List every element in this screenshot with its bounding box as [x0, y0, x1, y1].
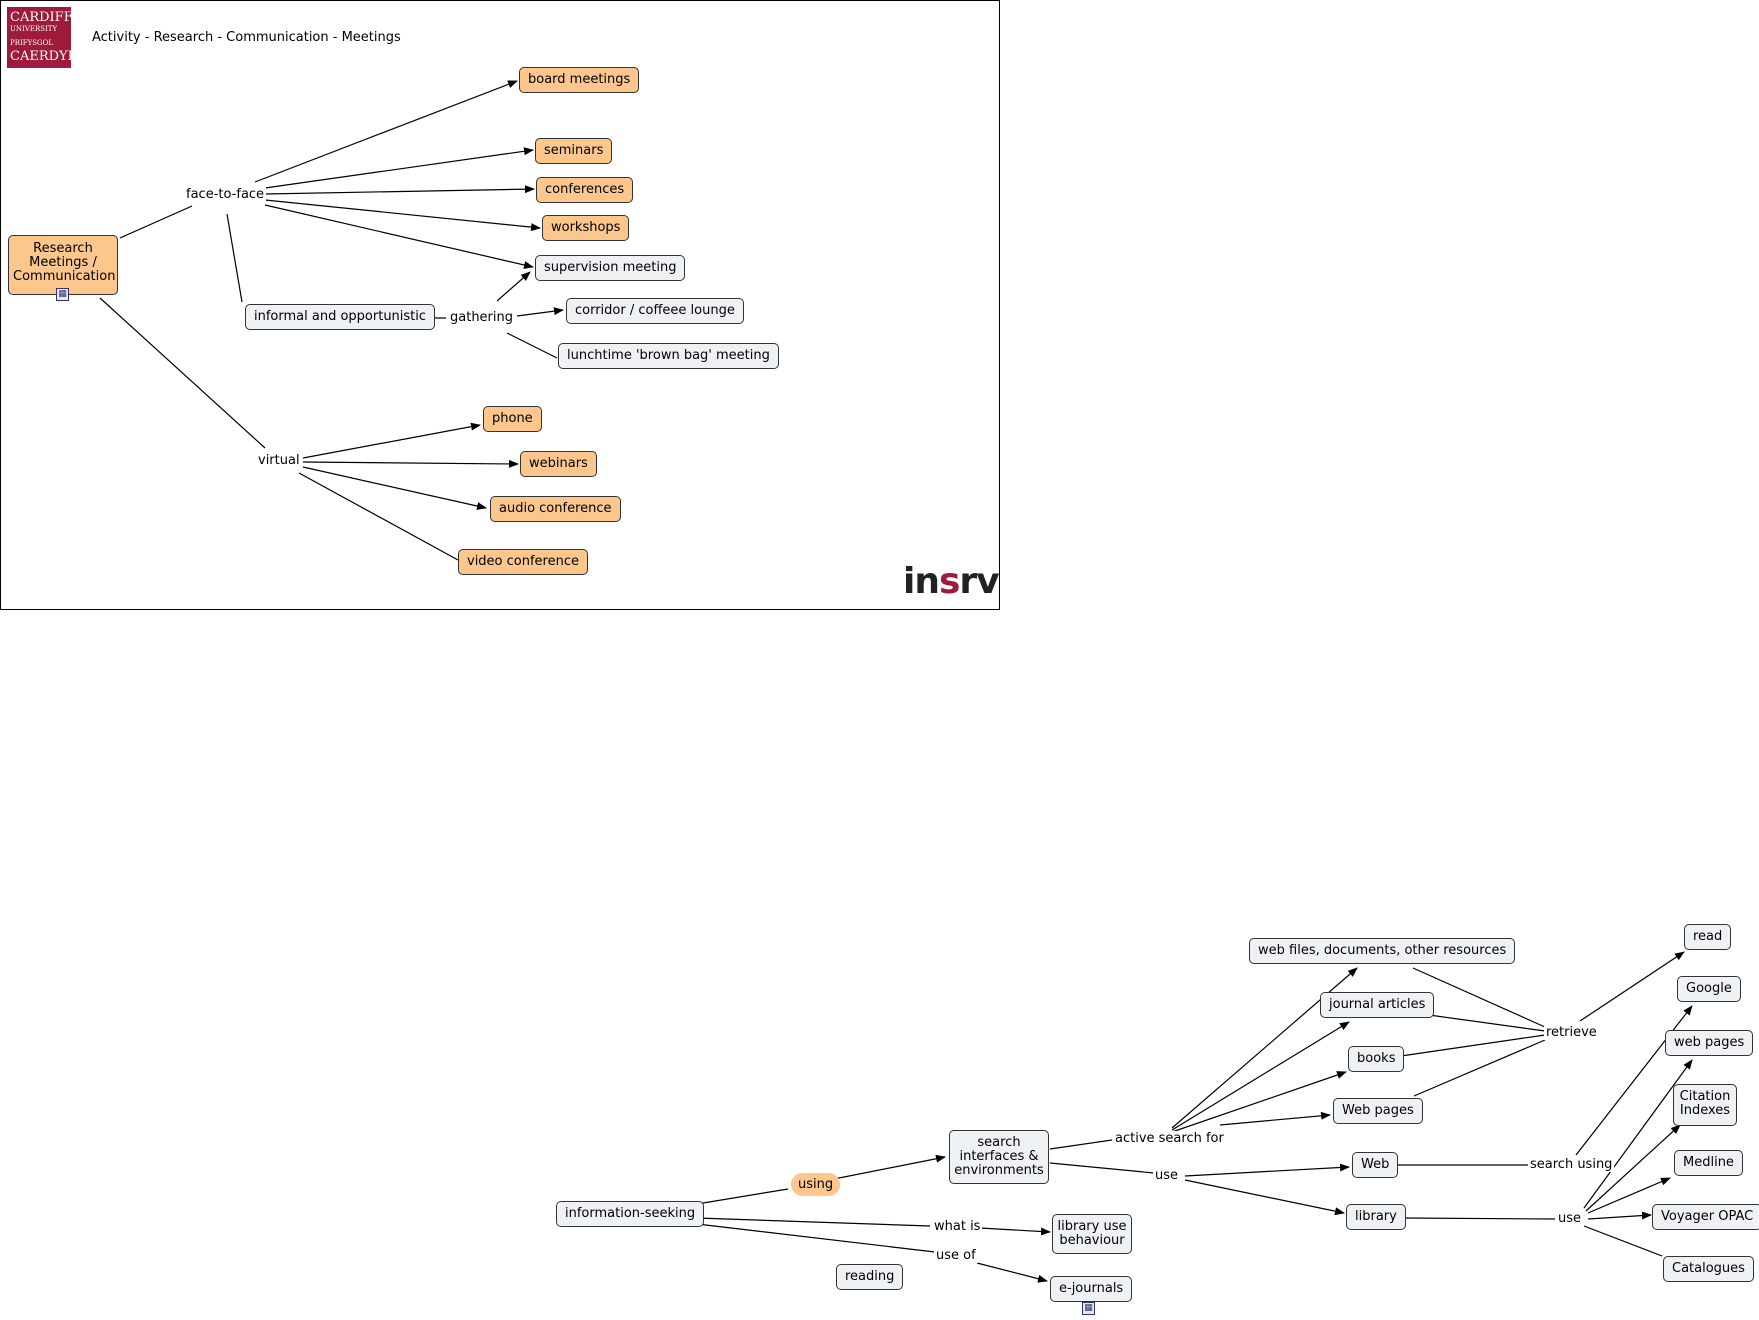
connector-line [1583, 1225, 1663, 1257]
connector-line [99, 297, 266, 449]
cardiff-university-logo: CARDIFF UNIVERSITY PRIFYSGOL CAERDYD [7, 7, 78, 68]
link-label-retrieve: retrieve [1544, 1025, 1599, 1040]
link-label-gathering: gathering [448, 310, 516, 325]
link-label-use: use [1556, 1211, 1584, 1226]
concept-audio-conference[interactable]: audio conference [490, 496, 621, 522]
connector-line [1049, 1139, 1113, 1150]
connector-line [1049, 1162, 1155, 1174]
insrv-logo-part: in [903, 561, 940, 602]
concept-seminars[interactable]: seminars [535, 138, 613, 164]
insrv-logo: insrv [903, 561, 1000, 602]
connector-arrow [264, 199, 541, 232]
concept-search-interfaces[interactable]: search interfaces & environments [949, 1130, 1049, 1184]
meetings-map-frame [0, 0, 1000, 610]
root-concept-research-meetings[interactable]: Research Meetings / Communication [8, 235, 118, 295]
logo-text: UNIVERSITY [10, 25, 58, 33]
concept-webinars[interactable]: webinars [520, 451, 597, 477]
insrv-logo-part: rv [959, 561, 999, 602]
connector-line [696, 1223, 936, 1253]
link-label-using: using [791, 1173, 841, 1196]
connector-arrow [254, 80, 518, 183]
connector-arrow [496, 271, 531, 302]
connector-arrow [1171, 1021, 1350, 1131]
concept-video-conference[interactable]: video conference [458, 549, 588, 575]
connector-line [226, 213, 243, 303]
insrv-logo-part: s [938, 561, 960, 602]
connector-arrow [1583, 1059, 1693, 1209]
concept-phone[interactable]: phone [483, 406, 542, 432]
connector-arrow [979, 1227, 1051, 1236]
link-label-use: use [1153, 1168, 1181, 1183]
concept-google[interactable]: Google [1677, 976, 1741, 1002]
link-label-face-to-face: face-to-face [184, 187, 267, 202]
concept-reading[interactable]: reading [836, 1264, 904, 1290]
logo-text: CAERDYD [10, 49, 79, 64]
concept-library[interactable]: library [1346, 1204, 1406, 1230]
connector-arrow [1171, 1071, 1347, 1133]
concept-conferences[interactable]: conferences [536, 177, 634, 203]
concept-workshops[interactable]: workshops [542, 215, 630, 241]
connector-arrow [1587, 1211, 1652, 1220]
concept-web-pages[interactable]: Web pages [1333, 1098, 1423, 1124]
connector-arrow [516, 307, 564, 317]
connector-arrow [302, 422, 481, 459]
concept-e-journals[interactable]: e-journals [1050, 1276, 1133, 1302]
concept-library-use-behaviour[interactable]: library use behaviour [1052, 1214, 1132, 1254]
connector-line [696, 1188, 789, 1205]
concept-information-seeking[interactable]: information-seeking [556, 1201, 705, 1227]
connector-line [1412, 967, 1546, 1028]
connector-arrow [264, 147, 534, 189]
connector-line [119, 205, 193, 239]
connector-line [1400, 1034, 1546, 1057]
connector-line [298, 472, 459, 561]
connector-arrow [833, 1154, 946, 1180]
link-label-active-search-for: active search for [1113, 1131, 1226, 1146]
concept-lunchtime-brown-bag-meeting[interactable]: lunchtime 'brown bag' meeting [558, 343, 779, 369]
concept-web-pages-2[interactable]: web pages [1665, 1030, 1754, 1056]
concept-board-meetings[interactable]: board meetings [519, 67, 640, 93]
page-title: Activity - Research - Communication - Me… [92, 30, 401, 45]
resource-attachment-icon[interactable]: ▦ [1082, 1302, 1095, 1315]
concept-medline[interactable]: Medline [1674, 1150, 1743, 1176]
connector-arrow [264, 185, 535, 195]
link-label-search-using: search using [1528, 1157, 1615, 1172]
connector-arrow [976, 1262, 1048, 1283]
concept-web-files-documents[interactable]: web files, documents, other resources [1249, 938, 1516, 964]
connector-arrow [1219, 1111, 1331, 1126]
connector-arrow [302, 459, 519, 468]
concept-informal-and-opportunistic[interactable]: informal and opportunistic [245, 304, 436, 330]
concept-citation-indexes[interactable]: Citation Indexes [1673, 1084, 1737, 1126]
connector-line [1413, 1039, 1546, 1097]
connector-line [696, 1217, 931, 1227]
logo-text: PRIFYSGOL [10, 39, 53, 47]
concept-supervision-meeting[interactable]: supervision meeting [535, 255, 686, 281]
connector-arrow [302, 466, 487, 510]
connector-line [506, 332, 558, 359]
connector-arrow [1585, 1124, 1681, 1212]
resource-attachment-icon[interactable]: ▦ [56, 288, 69, 301]
link-label-use-of: use of [934, 1248, 978, 1263]
connector-arrow [1184, 1179, 1345, 1216]
link-label-virtual: virtual [256, 453, 302, 468]
concept-catalogues[interactable]: Catalogues [1663, 1256, 1754, 1282]
link-label-what-is: what is [932, 1219, 983, 1234]
connector-arrow [1587, 1177, 1671, 1214]
concept-web[interactable]: Web [1352, 1152, 1399, 1178]
concept-read[interactable]: read [1684, 924, 1732, 950]
concept-corridor-coffee-lounge[interactable]: corridor / coffeee lounge [566, 298, 744, 324]
connector-arrow [1579, 951, 1685, 1022]
concept-books[interactable]: books [1348, 1046, 1405, 1072]
concept-journal-articles[interactable]: journal articles [1320, 992, 1435, 1018]
connector-arrow [264, 204, 534, 269]
concept-voyager-opac[interactable]: Voyager OPAC [1652, 1204, 1759, 1230]
connector-line [1428, 1014, 1546, 1032]
connector-line [1402, 1217, 1556, 1220]
connector-arrow [1184, 1163, 1350, 1177]
logo-text: CARDIFF [10, 10, 73, 25]
